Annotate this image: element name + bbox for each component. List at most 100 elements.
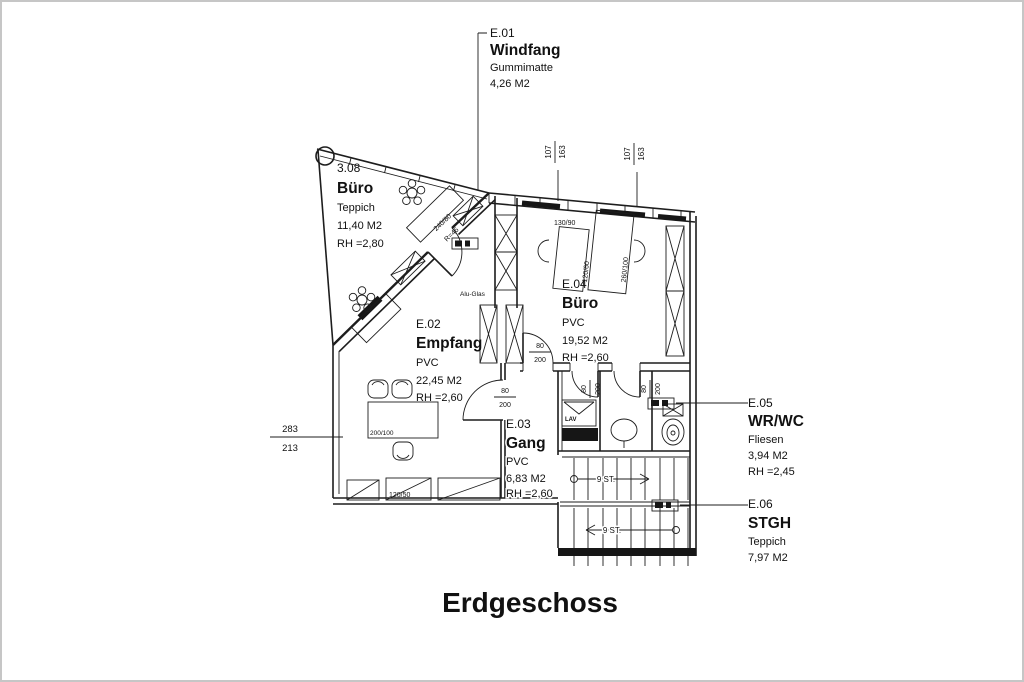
room-height: RH =2,45 [748,466,795,478]
dim-window-1: 107 163 [544,141,567,163]
svg-text:80: 80 [641,385,648,393]
wall-hatching [357,195,685,364]
stair-start-marker-2 [672,526,680,534]
desk-308 [405,185,465,243]
room-label-e04: E.04 Büro PVC 19,52 M2 RH =2,60 [562,277,609,364]
room-name: Empfang [416,335,482,352]
room-area: 4,26 M2 [490,78,530,90]
stair-steps-label-upper: 9 ST. [597,475,615,484]
stair-up-arrow [578,473,650,485]
room-id: E.03 [506,417,531,431]
room-name: Gang [506,435,546,452]
svg-text:80: 80 [581,385,588,393]
boiler [661,403,685,446]
office-chair-308 [398,179,426,205]
dim-door-e04: 80 200 [529,342,551,366]
staircase: 9 ST. 9 ST. [560,458,690,566]
room-finish: PVC [506,456,529,468]
room-finish: Teppich [748,536,786,548]
stair-steps-label-lower: 9 ST. [603,526,621,535]
chair-e04-left [537,239,550,263]
dimensions: 107 163 107 163 283 213 80 200 80 200 80 [270,141,662,499]
svg-text:213: 213 [282,443,298,454]
dim-table-e02: 200/100 [370,430,394,437]
chair-1 [367,379,389,399]
dim-wall-left: 283 213 [270,424,343,454]
tag-box-e06 [651,499,679,512]
room-label-e05: E.05 WR/WC Fliesen 3,94 M2 RH =2,45 [748,396,804,478]
chair-e04-right [633,239,646,263]
meeting-table [367,401,439,439]
toilet [610,418,638,448]
room-id: 3.08 [337,161,361,175]
svg-text:283: 283 [282,424,298,435]
room-name: STGH [748,515,791,532]
tag-box-e05 [647,397,675,410]
sink-unit: LAV [561,399,598,441]
svg-text:200: 200 [534,357,546,364]
room-name: WR/WC [748,413,804,430]
desk-e04-small [552,226,590,292]
page-title: Erdgeschoss [442,587,618,618]
room-name: Büro [562,295,598,312]
svg-text:120/60: 120/60 [582,261,591,283]
dim-door-e02: 80 200 [494,387,516,411]
desk-e02 [350,292,402,344]
room-id: E.05 [748,396,773,410]
desk-e04-large [587,209,635,295]
svg-text:163: 163 [558,145,567,159]
doors [427,227,641,421]
room-height: RH =2,80 [337,238,384,250]
room-label-308: 3.08 Büro Teppich 11,40 M2 RH =2,80 [337,161,384,250]
svg-text:200: 200 [499,402,511,409]
svg-text:200: 200 [655,383,662,395]
door-material-note: Alu-Glas [460,291,486,298]
svg-text:260/100: 260/100 [621,257,631,283]
window-sills [346,477,501,501]
sink-label: LAV [565,417,577,423]
dim-window-2: 107 163 [623,143,646,165]
room-finish: Fliesen [748,434,783,446]
svg-text:80: 80 [536,343,544,350]
room-id: E.01 [490,26,515,40]
tag-box-e01 [451,237,479,250]
dim-desk-e04-a: 130/90 [554,220,576,227]
room-name: Büro [337,180,373,197]
room-area: 19,52 M2 [562,335,608,347]
dim-door-wc2: 80 200 [641,380,662,398]
room-area: 11,40 M2 [337,220,382,232]
furniture: LAV [346,179,685,501]
room-area: 3,94 M2 [748,450,788,462]
room-finish: Gummimatte [490,62,553,74]
dim-desk-e04-c: 260/100 [621,257,631,283]
reference-tags [451,32,748,512]
chair-2 [391,379,413,399]
room-finish: PVC [416,357,439,369]
svg-text:200: 200 [595,383,602,395]
room-id: E.04 [562,277,587,291]
room-id: E.06 [748,497,773,511]
svg-text:80: 80 [501,388,509,395]
room-finish: PVC [562,317,585,329]
room-area: 7,97 M2 [748,552,788,564]
column-circle [315,146,335,166]
room-height: RH =2,60 [506,488,553,500]
room-name: Windfang [490,42,560,59]
room-label-e02: E.02 Empfang PVC 22,45 M2 RH =2,60 [416,317,482,404]
room-label-e01: E.01 Windfang Gummimatte 4,26 M2 [490,26,560,90]
dim-desk-308: 240/80 [433,213,453,233]
svg-text:240/80: 240/80 [433,213,453,233]
dim-sill-e02: 120/50 [389,492,411,499]
room-label-e03: E.03 Gang PVC 6,83 M2 RH =2,60 [505,416,555,502]
stair-start-marker [570,475,578,483]
chair-3 [392,441,414,461]
room-area: 6,83 M2 [506,473,546,485]
svg-text:107: 107 [623,147,632,161]
room-area: 22,45 M2 [416,375,462,387]
leader-e01 [477,32,487,190]
office-chair-e02 [348,286,376,312]
dim-desk-e04-b: 120/60 [582,261,591,283]
